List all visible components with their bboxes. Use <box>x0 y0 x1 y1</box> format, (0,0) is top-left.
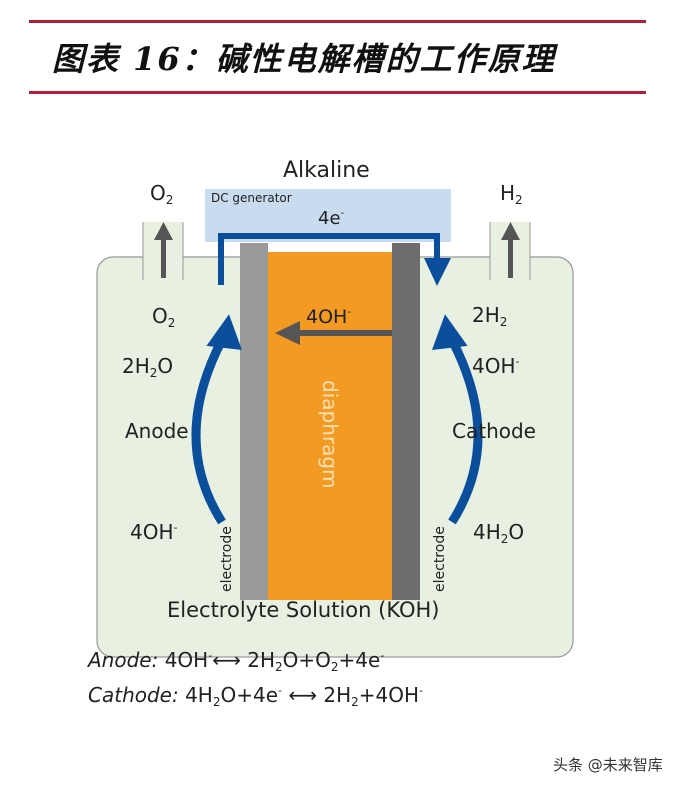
dc-generator-label: DC generator <box>211 191 292 205</box>
h2-outlet-label: H2 <box>500 181 523 207</box>
anode-h2o: 2H2O <box>122 354 174 380</box>
diaphragm <box>268 252 392 600</box>
anode-equation: Anode: 4OH-⟷ 2H2O+O2+4e- <box>88 648 385 674</box>
gas-up-arrows <box>154 222 520 278</box>
anode-oh: 4OH- <box>130 520 178 544</box>
anode-label: Anode <box>125 419 189 443</box>
ion-arrowhead <box>275 321 300 345</box>
ion-flow-label: 4OH- <box>306 306 352 328</box>
cathode-flow-arrow <box>448 337 483 525</box>
top-rule <box>29 20 646 23</box>
alkaline-heading: Alkaline <box>283 158 370 183</box>
anode-o2: O2 <box>152 304 176 330</box>
cathode-h2o: 4H2O <box>473 520 525 546</box>
anode-flow-arrow <box>191 337 226 525</box>
cathode-label: Cathode <box>452 419 536 443</box>
ion-arrow-shaft <box>296 330 392 336</box>
cathode-oh: 4OH- <box>472 354 520 378</box>
watermark: 头条 @未来智库 <box>553 756 663 774</box>
cathode-electrode <box>392 243 420 600</box>
electron-label: 4e- <box>318 208 345 229</box>
cathode-equation: Cathode: 4H2O+4e- ⟷ 2H2+4OH- <box>88 683 424 709</box>
electrolyte-label: Electrolyte Solution (KOH) <box>167 598 440 622</box>
o2-outlet-label: O2 <box>150 181 174 207</box>
cathode-h2: 2H2 <box>472 303 508 329</box>
bottom-rule <box>29 91 646 94</box>
anode-electrode-label: electrode <box>219 526 235 592</box>
cathode-electrode-label: electrode <box>432 526 448 592</box>
electron-wire <box>218 233 440 285</box>
wire-arrowhead <box>424 258 451 286</box>
diaphragm-label: diaphragm <box>318 380 342 489</box>
figure-title: 图表 16：碱性电解槽的工作原理 <box>52 40 556 78</box>
anode-electrode <box>240 243 268 600</box>
